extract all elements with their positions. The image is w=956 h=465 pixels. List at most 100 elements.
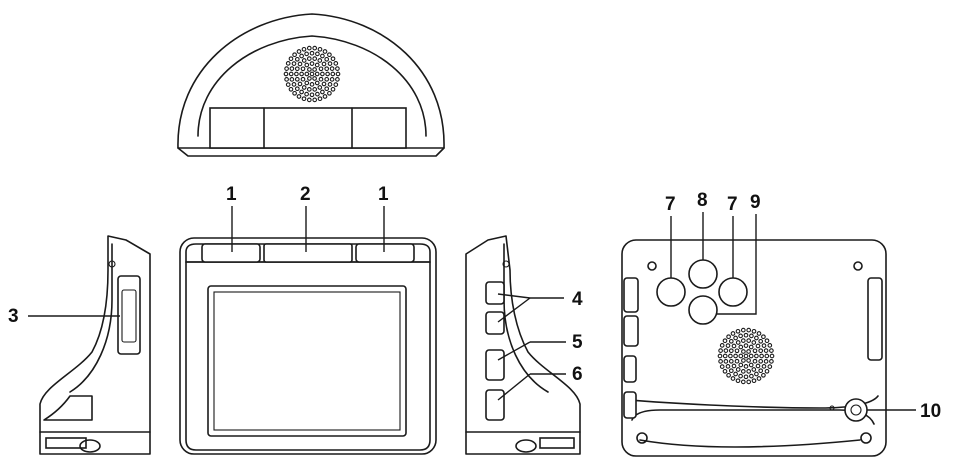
- speaker-hole: [335, 77, 340, 82]
- label-4: 4: [572, 289, 583, 310]
- speaker-hole: [746, 379, 752, 385]
- speaker-hole: [329, 77, 335, 82]
- speaker-hole: [717, 353, 723, 359]
- speaker-hole: [761, 343, 767, 348]
- speaker-hole: [740, 327, 746, 333]
- speaker-hole: [306, 45, 312, 51]
- label-7-left: 7: [665, 194, 676, 215]
- speaker-hole: [299, 53, 304, 59]
- speaker-hole: [322, 94, 328, 99]
- speaker-hole: [761, 334, 766, 340]
- speaker-hole: [299, 89, 304, 95]
- speaker-hole: [297, 81, 303, 87]
- speaker-hole: [321, 81, 327, 87]
- speaker-hole: [296, 94, 302, 99]
- speaker-hole: [307, 67, 312, 72]
- label-9: 9: [750, 192, 761, 213]
- speaker-hole: [327, 82, 333, 87]
- speaker-hole: [733, 335, 738, 341]
- label-1-right: 1: [378, 184, 389, 205]
- speaker-hole: [719, 343, 725, 348]
- front-view: [179, 237, 437, 455]
- speaker-hole: [748, 353, 754, 359]
- speaker-hole: [749, 373, 754, 379]
- speaker-hole: [735, 367, 741, 372]
- speaker-hole: [764, 353, 770, 359]
- speaker-hole: [733, 353, 738, 359]
- speaker-hole: [749, 333, 754, 339]
- speaker-hole: [769, 348, 774, 353]
- speaker-hole: [743, 332, 749, 338]
- back-view: [621, 239, 887, 457]
- speaker-hole: [309, 82, 315, 87]
- speaker-hole: [763, 359, 769, 364]
- speaker-hole: [300, 66, 306, 72]
- speaker-hole: [755, 343, 761, 349]
- speaker-hole: [763, 348, 769, 353]
- speaker-hole: [304, 71, 310, 77]
- speaker-hole: [758, 358, 764, 364]
- speaker-hole: [738, 362, 744, 368]
- speaker-hole: [317, 96, 323, 102]
- speaker-hole: [738, 333, 743, 339]
- label-5: 5: [572, 332, 583, 353]
- speaker-hole: [746, 349, 751, 354]
- speaker-hole: [730, 331, 736, 336]
- speaker-hole: [309, 92, 315, 98]
- speaker-hole: [284, 77, 289, 82]
- speaker-hole: [314, 80, 320, 86]
- speaker-hole: [748, 344, 754, 350]
- speaker-hole: [317, 46, 323, 52]
- speaker-hole: [767, 343, 773, 348]
- speaker-hole: [294, 76, 300, 82]
- speaker-hole: [294, 56, 300, 62]
- speaker-hole: [324, 56, 330, 62]
- speaker-hole: [741, 349, 746, 354]
- speaker-hole: [325, 71, 330, 77]
- speaker-hole: [312, 87, 318, 92]
- speaker-hole: [723, 359, 729, 364]
- speaker-hole: [746, 338, 752, 343]
- speaker-hole: [329, 66, 335, 71]
- speaker-hole: [288, 56, 294, 62]
- speaker-hole: [289, 66, 295, 71]
- top-view: [177, 13, 445, 157]
- label-2: 2: [300, 184, 311, 205]
- speaker-hole: [756, 376, 762, 381]
- speaker-hole: [743, 374, 749, 380]
- speaker-hole: [324, 76, 330, 82]
- speaker-hole: [752, 348, 758, 354]
- speaker-hole: [718, 359, 723, 364]
- speaker-hole: [752, 358, 758, 364]
- speaker-hole: [734, 358, 740, 364]
- speaker-hole: [301, 58, 307, 63]
- speaker-hole: [309, 61, 315, 66]
- speaker-hole: [335, 66, 340, 71]
- speaker-hole: [743, 353, 749, 359]
- label-3: 3: [8, 306, 19, 327]
- speaker-hole: [728, 338, 734, 344]
- speaker-hole: [324, 66, 330, 72]
- speaker-hole: [754, 371, 759, 377]
- callout-lines: [28, 206, 916, 411]
- speaker-grille-back: [717, 327, 775, 385]
- speaker-hole: [735, 378, 741, 384]
- speaker-hole: [333, 61, 339, 66]
- speaker-hole: [726, 372, 731, 378]
- speaker-hole: [333, 82, 339, 87]
- speaker-hole: [731, 343, 737, 349]
- speaker-hole: [756, 331, 762, 336]
- speaker-hole: [301, 85, 307, 90]
- speaker-hole: [322, 49, 328, 54]
- speaker-hole: [320, 89, 325, 95]
- speaker-hole: [767, 364, 773, 369]
- right-side-view: [465, 235, 581, 455]
- speaker-hole: [312, 67, 317, 72]
- speaker-hole: [321, 61, 327, 67]
- speaker-hole: [320, 53, 325, 59]
- speaker-hole: [314, 71, 320, 77]
- speaker-hole: [758, 338, 764, 344]
- speaker-hole: [743, 343, 749, 348]
- speaker-hole: [735, 340, 741, 345]
